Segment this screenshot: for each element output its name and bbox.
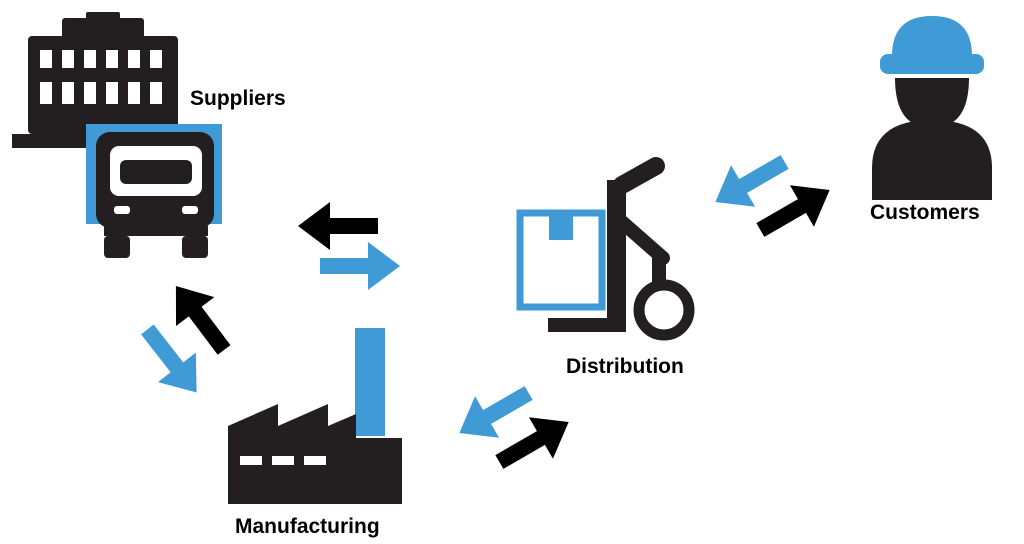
return-arrow bbox=[298, 202, 378, 250]
factory-icon bbox=[228, 328, 402, 504]
flow-arrow bbox=[320, 242, 400, 290]
building-icon bbox=[12, 12, 178, 148]
customers-label: Customers bbox=[870, 201, 980, 224]
truck-icon bbox=[86, 124, 222, 258]
worker-icon bbox=[872, 16, 992, 200]
manufacturing-label: Manufacturing bbox=[235, 515, 380, 538]
hand-truck-icon bbox=[548, 157, 695, 341]
distribution-label: Distribution bbox=[566, 355, 684, 378]
box-icon bbox=[516, 209, 606, 311]
suppliers-label: Suppliers bbox=[190, 87, 286, 110]
